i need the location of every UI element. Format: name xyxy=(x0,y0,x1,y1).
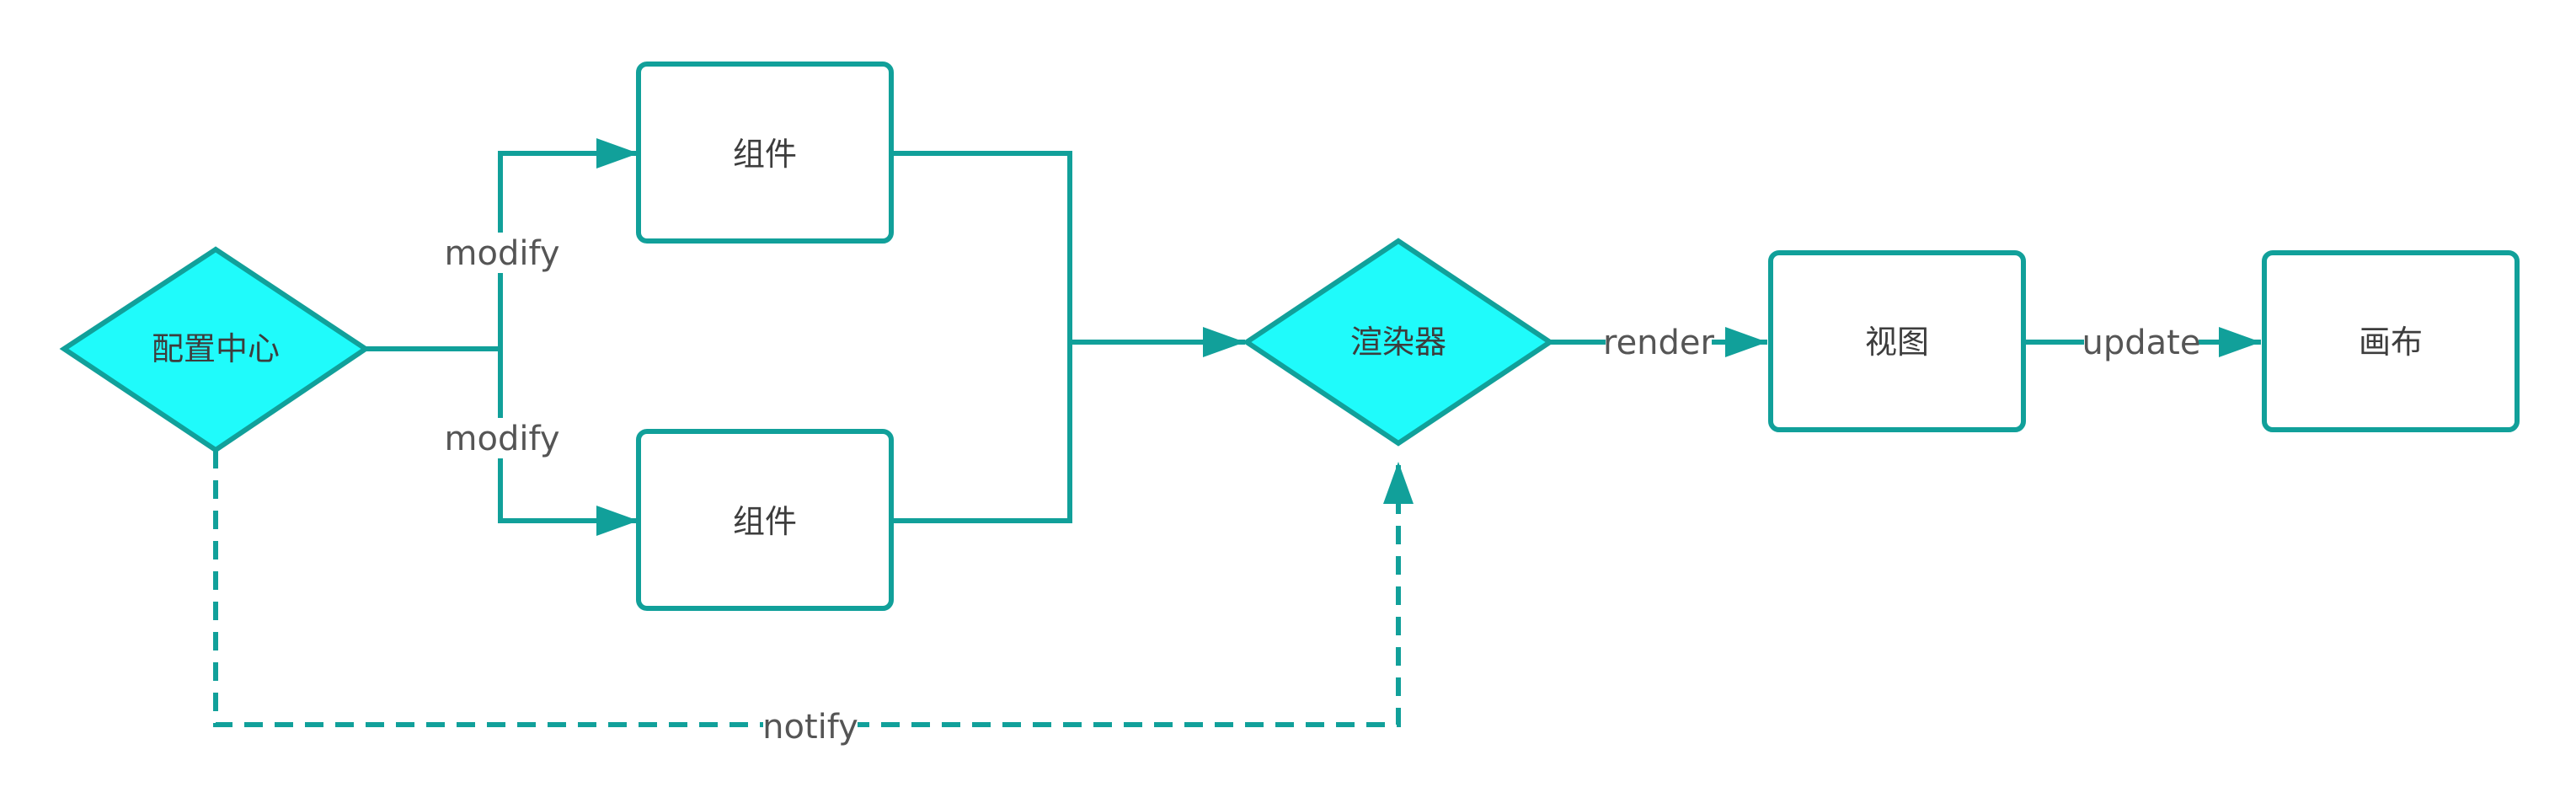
edge-label-update: update xyxy=(2082,324,2201,362)
nodes: 配置中心 组件 组件 渲染器 视图 画布 xyxy=(59,62,2520,611)
node-config-center-label: 配置中心 xyxy=(152,330,280,367)
node-component-bottom-label: 组件 xyxy=(733,503,797,540)
node-renderer-label: 渲染器 xyxy=(1350,324,1446,361)
edge-label-render: render xyxy=(1603,324,1715,362)
node-component-top-label: 组件 xyxy=(733,136,797,173)
edge-label-notify: notify xyxy=(762,708,858,747)
node-view[interactable]: 视图 xyxy=(1768,250,2026,432)
edge-component-bottom-renderer xyxy=(891,342,1072,523)
edge-component-top-renderer xyxy=(891,151,1072,342)
node-component-bottom[interactable]: 组件 xyxy=(636,429,894,611)
edge-label-modify-top: modify xyxy=(445,234,560,273)
node-renderer[interactable]: 渲染器 xyxy=(1242,238,1555,447)
edge-modify-bottom xyxy=(498,349,639,536)
node-view-label: 视图 xyxy=(1865,324,1929,361)
node-component-top[interactable]: 组件 xyxy=(636,62,894,244)
edge-labels: modify modify render update notify xyxy=(445,233,2201,748)
edge-label-modify-bottom: modify xyxy=(445,420,560,458)
node-canvas-label: 画布 xyxy=(2359,324,2423,361)
edge-modify-top xyxy=(498,138,639,349)
node-config-center[interactable]: 配置中心 xyxy=(59,246,371,453)
node-canvas[interactable]: 画布 xyxy=(2262,250,2520,432)
